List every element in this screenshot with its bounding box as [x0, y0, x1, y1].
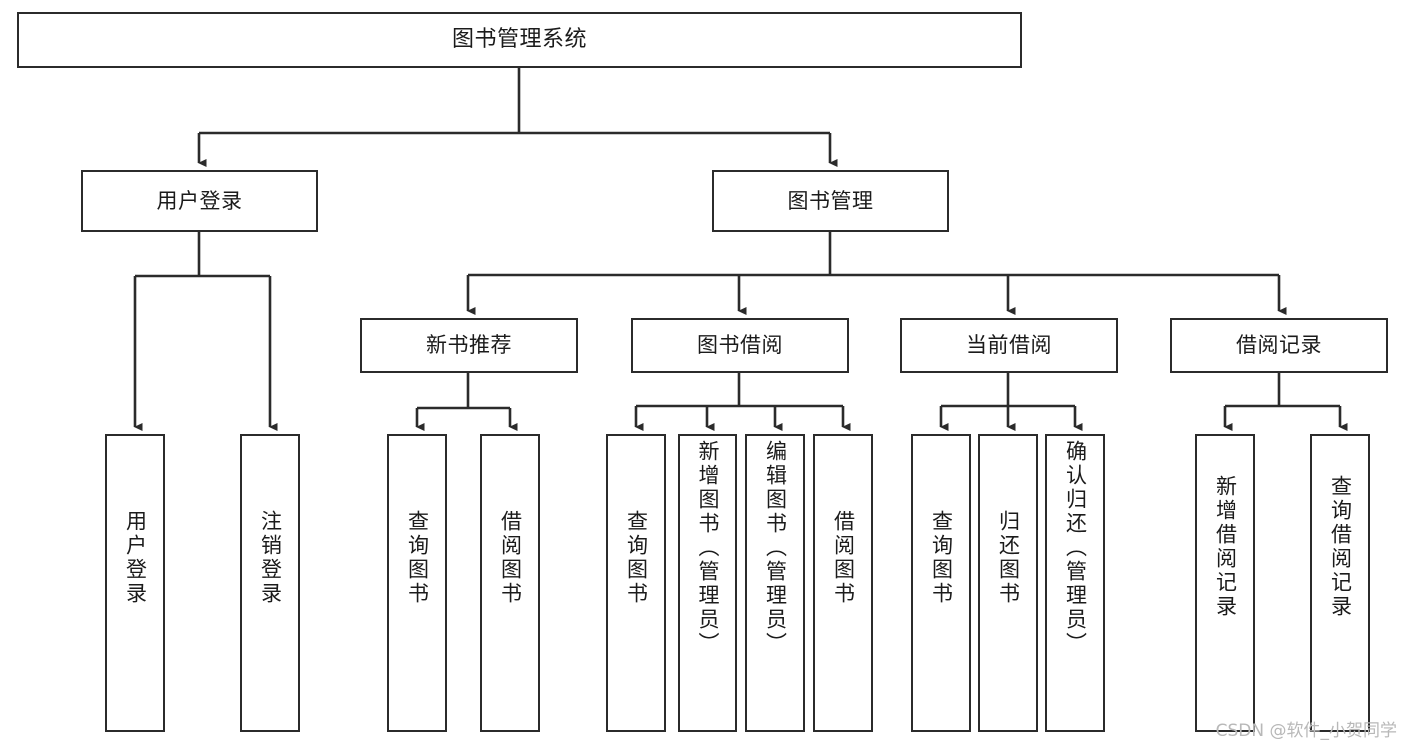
leaf-query-book-current[interactable]: 查询图书: [911, 434, 971, 732]
leaf-add-book-admin[interactable]: 新增图书（管理员）: [678, 434, 737, 732]
node-label: 借阅图书: [498, 510, 523, 606]
csdn-watermark: CSDN @软件_小贺同学: [1215, 721, 1397, 741]
node-label: 用户登录: [123, 510, 148, 606]
node-label: 图书管理系统: [451, 27, 587, 53]
node-new-book-recommend[interactable]: 新书推荐: [360, 318, 578, 373]
leaf-query-book-borrow[interactable]: 查询图书: [606, 434, 666, 732]
node-label: 查询图书: [929, 510, 954, 606]
leaf-user-login[interactable]: 用户登录: [105, 434, 165, 732]
node-root-system[interactable]: 图书管理系统: [17, 12, 1022, 68]
node-label: 借阅记录: [1236, 333, 1322, 358]
leaf-confirm-return-admin[interactable]: 确认归还（管理员）: [1045, 434, 1105, 732]
node-label: 注销登录: [258, 510, 283, 606]
node-label: 借阅图书: [831, 510, 856, 606]
node-label: 确认归还（管理员）: [1063, 440, 1088, 656]
leaf-add-borrow-record[interactable]: 新增借阅记录: [1195, 434, 1255, 732]
node-label: 图书管理: [787, 188, 874, 213]
leaf-borrow-book-borrow[interactable]: 借阅图书: [813, 434, 873, 732]
node-label: 当前借阅: [966, 333, 1052, 358]
node-label: 归还图书: [996, 510, 1021, 606]
leaf-edit-book-admin[interactable]: 编辑图书（管理员）: [745, 434, 805, 732]
leaf-return-book[interactable]: 归还图书: [978, 434, 1038, 732]
node-label: 新书推荐: [426, 333, 512, 358]
node-label: 查询图书: [405, 510, 430, 606]
leaf-query-borrow-record[interactable]: 查询借阅记录: [1310, 434, 1370, 732]
node-label: 查询借阅记录: [1328, 475, 1353, 619]
node-user-login[interactable]: 用户登录: [81, 170, 318, 232]
node-label: 编辑图书（管理员）: [763, 440, 788, 656]
node-book-borrow[interactable]: 图书借阅: [631, 318, 849, 373]
leaf-borrow-book-recommend[interactable]: 借阅图书: [480, 434, 540, 732]
leaf-query-book-recommend[interactable]: 查询图书: [387, 434, 447, 732]
node-current-borrow[interactable]: 当前借阅: [900, 318, 1118, 373]
node-label: 用户登录: [156, 188, 243, 213]
node-borrow-record[interactable]: 借阅记录: [1170, 318, 1388, 373]
leaf-logout-login[interactable]: 注销登录: [240, 434, 300, 732]
node-book-management[interactable]: 图书管理: [712, 170, 949, 232]
node-label: 图书借阅: [697, 333, 783, 358]
node-label: 新增图书（管理员）: [696, 440, 720, 656]
node-label: 新增借阅记录: [1213, 475, 1238, 619]
node-label: 查询图书: [624, 510, 649, 606]
